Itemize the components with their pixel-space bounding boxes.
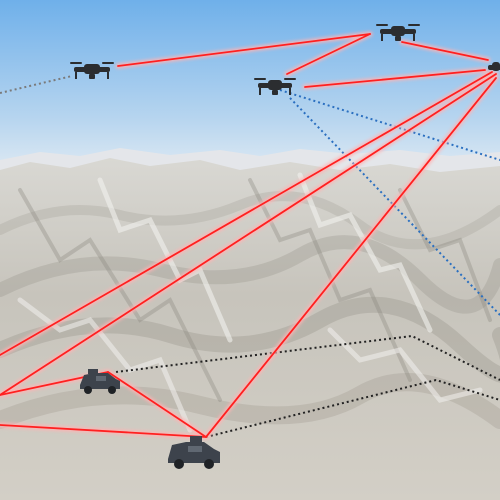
sky <box>0 0 500 170</box>
drone-4 <box>488 62 500 71</box>
red-link-left-vehicle2 <box>0 424 207 438</box>
red-link-drone1-drone3 <box>117 33 371 67</box>
drone-1 <box>70 62 114 79</box>
red-link-drone3-drone4 <box>401 41 489 61</box>
red-link-drone4-vehicle2 <box>205 77 497 438</box>
red-link-drone4-left-upper <box>0 71 493 356</box>
drone-3 <box>376 24 420 41</box>
drone-2 <box>254 78 296 95</box>
red-link-drone4-left-lower <box>0 73 497 396</box>
black-dotted-link-2 <box>205 378 500 438</box>
vehicle-1 <box>80 369 120 394</box>
red-link-vehicle1-vehicle2 <box>107 371 207 438</box>
blue-dotted-link-1 <box>279 89 500 161</box>
red-link-drone2-drone3 <box>286 33 371 75</box>
terrain <box>0 158 500 500</box>
red-link-drone2-drone4 <box>304 69 486 88</box>
red-network-links <box>0 31 499 440</box>
vehicle-2 <box>168 436 220 469</box>
gray-dotted-link-incoming <box>0 75 73 94</box>
